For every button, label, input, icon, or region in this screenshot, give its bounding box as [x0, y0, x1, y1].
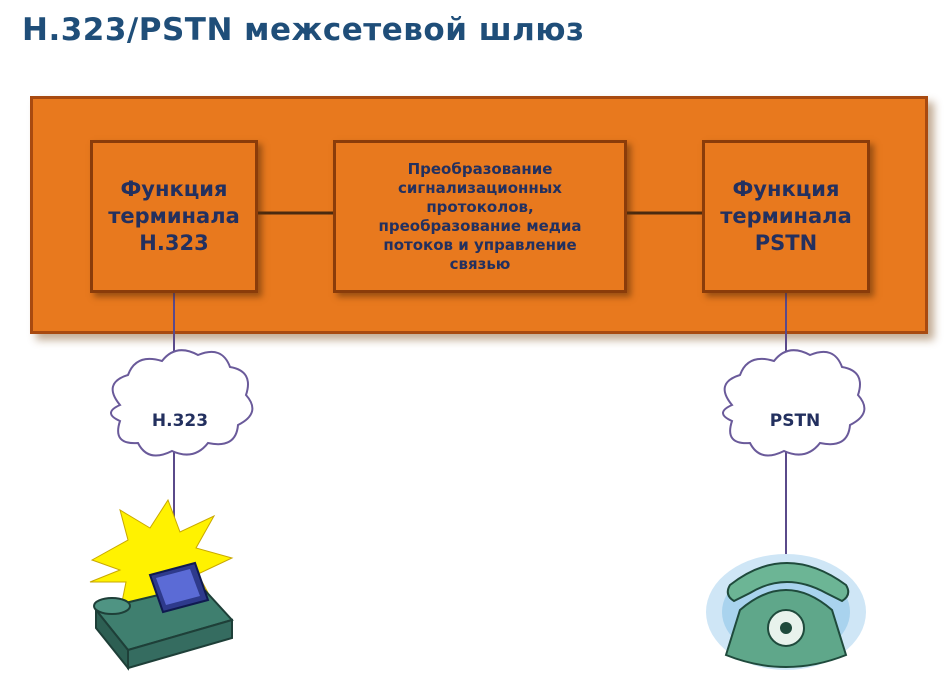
pstn-terminal-function-box: Функция терминала PSTN	[702, 140, 870, 293]
cloud-h323-shape	[110, 349, 254, 457]
pstn-terminal-function-label: Функция терминала PSTN	[720, 177, 852, 255]
cloud-pstn-shape	[722, 349, 866, 457]
page-title: H.323/PSTN межсетевой шлюз	[22, 12, 585, 48]
h323-terminal-function-box: Функция терминала H.323	[90, 140, 258, 293]
conversion-function-label: Преобразование сигнализационных протокол…	[378, 159, 582, 273]
conversion-function-box: Преобразование сигнализационных протокол…	[333, 140, 627, 293]
fax-machine-icon	[89, 498, 234, 671]
h323-terminal-function-label: Функция терминала H.323	[108, 177, 240, 255]
telephone-icon	[706, 554, 866, 670]
cloud-h323-label: H.323	[151, 411, 209, 431]
cloud-pstn-label: PSTN	[769, 411, 821, 431]
